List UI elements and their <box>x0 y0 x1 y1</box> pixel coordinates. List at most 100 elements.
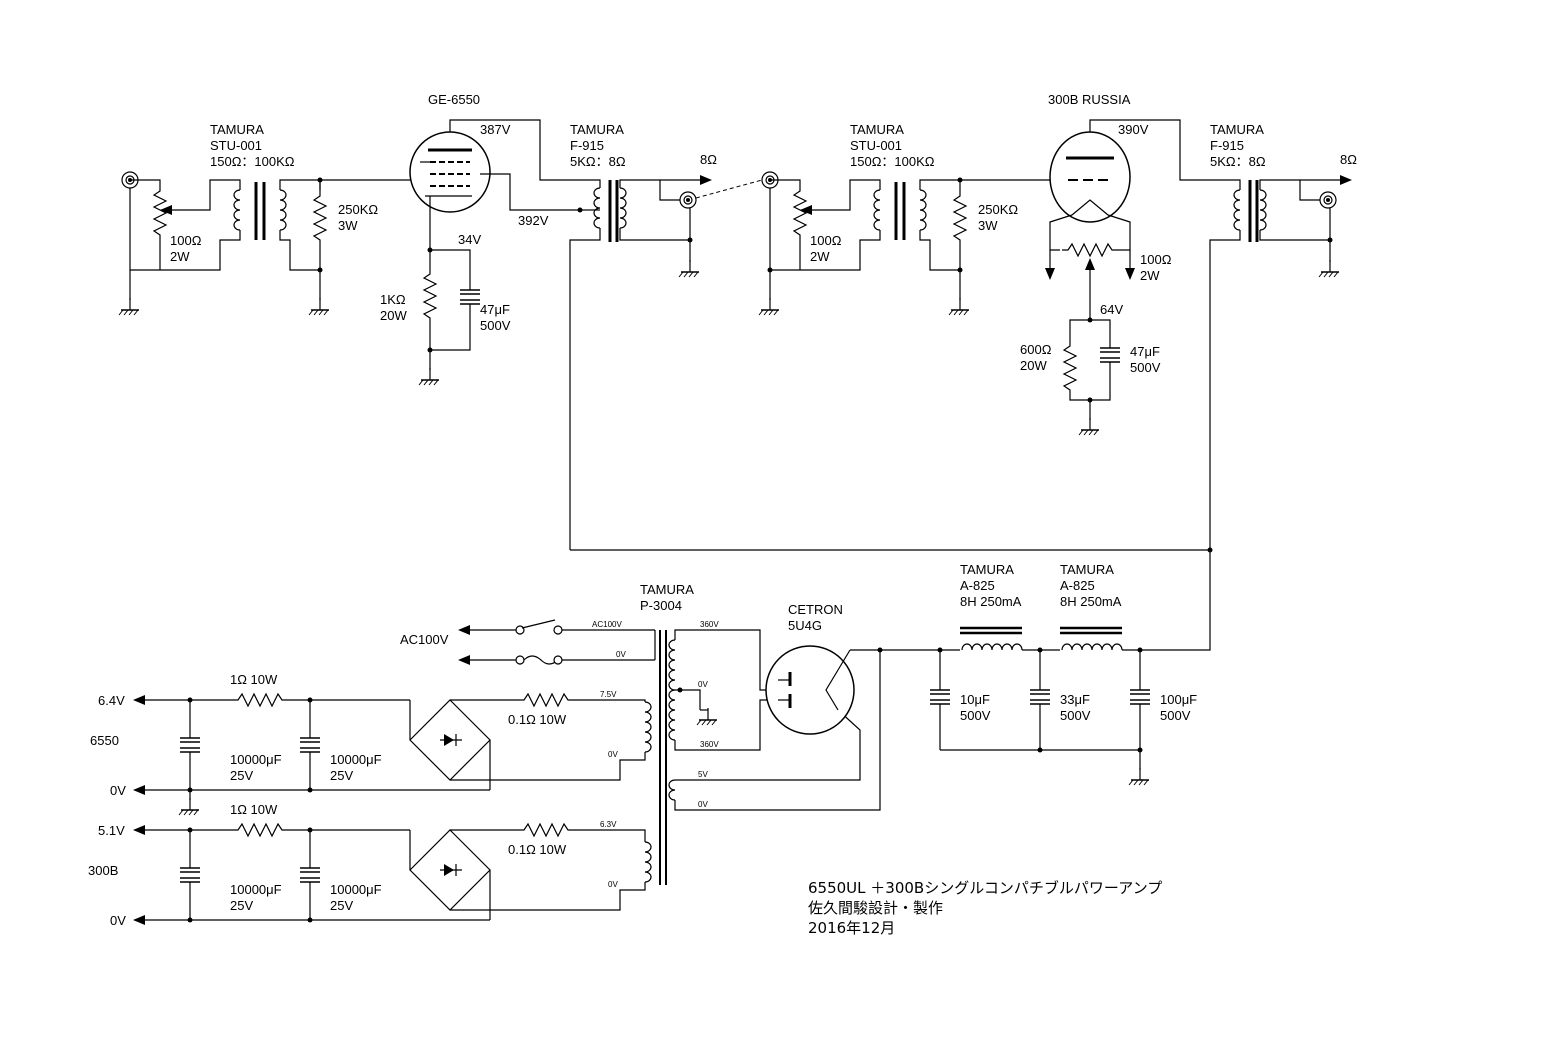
title-line-1: 6550UL ＋300Bシングルコンパチブルパワーアンプ <box>808 879 1162 897</box>
cap1-voltage: 500V <box>960 708 991 723</box>
winding-75v: 7.5V <box>600 690 617 699</box>
rect-model: 5U4G <box>788 618 822 633</box>
tube2-plate-v: 390V <box>1118 122 1149 137</box>
pot1-power: 2W <box>170 249 190 264</box>
rg2-value: 250KΩ <box>978 202 1018 217</box>
winding-5v: 5V <box>698 770 708 779</box>
h1-input-r: 0.1Ω 10W <box>508 712 567 727</box>
choke2-model: A-825 <box>1060 578 1095 593</box>
output-transformer-2 <box>1233 180 1267 242</box>
input-transformer-2 <box>873 182 927 240</box>
stage-6550 <box>118 119 712 550</box>
h2-series-r: 1Ω 10W <box>230 802 278 817</box>
h2-cap1-value: 10000μF <box>230 882 282 897</box>
cap1-value: 10μF <box>960 692 990 707</box>
power-transformer <box>644 630 676 885</box>
out1-impedance: 8Ω <box>700 152 717 167</box>
cathode-cap-2 <box>1099 347 1121 363</box>
h1-cap1-voltage: 25V <box>230 768 253 783</box>
tube2-cathode-v: 64V <box>1100 302 1123 317</box>
power-supply <box>458 619 1151 885</box>
cathode-cap-1 <box>459 289 481 305</box>
input-transformer-1 <box>233 182 287 240</box>
filter-cap-2 <box>1029 689 1051 705</box>
winding-63v-0: 0V <box>608 880 618 889</box>
winding-ct: 0V <box>698 680 708 689</box>
cap2-value: 33μF <box>1060 692 1090 707</box>
heater-supply-6550 <box>133 693 646 816</box>
choke2-brand: TAMURA <box>1060 562 1114 577</box>
out-tx1-brand: TAMURA <box>570 122 624 137</box>
h1-cap1-value: 10000μF <box>230 752 282 767</box>
tube2-name: 300B RUSSIA <box>1048 92 1131 107</box>
tube-300b <box>1049 131 1131 223</box>
rk2-value: 600Ω <box>1020 342 1052 357</box>
ck2-value: 47μF <box>1130 344 1160 359</box>
heater-input-resistor-2 <box>517 823 575 837</box>
heater-supply-300b <box>133 823 646 925</box>
in-tx1-ratio: 150Ω：100KΩ <box>210 154 295 169</box>
winding-ac0: 0V <box>616 650 626 659</box>
cathode-resistor-1 <box>423 267 437 325</box>
cap3-value: 100μF <box>1160 692 1197 707</box>
h2-cap2-value: 10000μF <box>330 882 382 897</box>
tube1-screen-v: 392V <box>518 213 549 228</box>
h1-zero: 0V <box>110 783 126 798</box>
ck1-voltage: 500V <box>480 318 511 333</box>
out2-impedance: 8Ω <box>1340 152 1357 167</box>
ck1-value: 47μF <box>480 302 510 317</box>
winding-hv-top: 360V <box>700 620 719 629</box>
grid-resistor-2 <box>953 189 967 247</box>
input-pot-2 <box>793 184 807 242</box>
choke-1 <box>960 626 1023 651</box>
h1-cap2-value: 10000μF <box>330 752 382 767</box>
heater-series-resistor-1 <box>231 693 289 707</box>
title-line-2: 佐久間駿設計・製作 <box>808 899 943 917</box>
input-pot-1 <box>153 184 167 242</box>
output-transformer-1 <box>593 180 627 242</box>
rk1-value: 1KΩ <box>380 292 406 307</box>
rk1-power: 20W <box>380 308 407 323</box>
h1-series-r: 1Ω 10W <box>230 672 278 687</box>
out-tx1-model: F-915 <box>570 138 604 153</box>
heater-series-resistor-2 <box>231 823 289 837</box>
heater-input-resistor-1 <box>517 693 575 707</box>
ptx-brand: TAMURA <box>640 582 694 597</box>
h1-label: 6550 <box>90 733 119 748</box>
bridge-rectifier-2 <box>409 829 491 911</box>
h2-cap2-voltage: 25V <box>330 898 353 913</box>
cathode-resistor-2 <box>1063 339 1077 397</box>
choke1-model: A-825 <box>960 578 995 593</box>
choke1-brand: TAMURA <box>960 562 1014 577</box>
h2-out-voltage: 5.1V <box>98 823 125 838</box>
heater-cap-2b <box>299 867 321 883</box>
bridge-rectifier-1 <box>409 699 491 781</box>
h2-input-r: 0.1Ω 10W <box>508 842 567 857</box>
tube1-cathode-v: 34V <box>458 232 481 247</box>
tube1-plate-v: 387V <box>480 122 511 137</box>
in-tx2-ratio: 150Ω：100KΩ <box>850 154 935 169</box>
tube1-name: GE-6550 <box>428 92 480 107</box>
out-tx2-brand: TAMURA <box>1210 122 1264 137</box>
rk2-power: 20W <box>1020 358 1047 373</box>
output-jack-1 <box>679 191 697 209</box>
choke1-spec: 8H 250mA <box>960 594 1022 609</box>
cap3-voltage: 500V <box>1160 708 1191 723</box>
pot2-power: 2W <box>810 249 830 264</box>
hum-power: 2W <box>1140 268 1160 283</box>
winding-ac100: AC100V <box>592 620 622 629</box>
winding-75v-0: 0V <box>608 750 618 759</box>
h2-label: 300B <box>88 863 118 878</box>
out-tx1-ratio: 5KΩ：8Ω <box>570 154 626 169</box>
winding-5v-0: 0V <box>698 800 708 809</box>
output-jack-2 <box>1319 191 1337 209</box>
grid-resistor-1 <box>313 189 327 247</box>
stage-300b <box>758 119 1352 550</box>
pot2-value: 100Ω <box>810 233 842 248</box>
title-line-3: 2016年12月 <box>808 919 895 937</box>
out-tx2-ratio: 5KΩ：8Ω <box>1210 154 1266 169</box>
heater-cap-1a <box>179 737 201 753</box>
heater-cap-1b <box>299 737 321 753</box>
choke2-spec: 8H 250mA <box>1060 594 1122 609</box>
